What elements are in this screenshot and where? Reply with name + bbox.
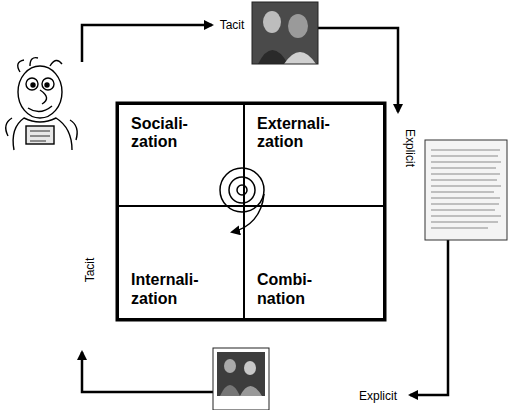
matrix-frame (117, 103, 385, 320)
axis-label: Explicit (358, 389, 398, 403)
group-photo (213, 348, 269, 410)
quadrant-title: Internali- zation (131, 271, 221, 308)
cycle-arrow (318, 28, 398, 112)
axis-label: Tacit (219, 18, 246, 32)
axis-label: Explicit (403, 128, 417, 168)
document-page (425, 140, 507, 240)
quadrant-title: Externali- zation (257, 115, 347, 152)
quadrant-box: Internali- zation (117, 205, 245, 320)
quadrant-title: Combi- nation (257, 271, 347, 308)
cycle-arrow (82, 25, 212, 62)
people-photo (252, 2, 318, 64)
spiral-symbol (220, 168, 264, 232)
axis-label: Tacit (83, 257, 97, 284)
quadrant-box: Combi- nation (243, 205, 385, 320)
cycle-arrow (410, 240, 448, 395)
cartoon-figure (6, 58, 77, 150)
quadrant-box: Externali- zation (243, 103, 385, 207)
cycle-arrow (82, 352, 213, 392)
quadrant-title: Sociali- zation (131, 115, 221, 152)
quadrant-box: Sociali- zation (117, 103, 245, 207)
